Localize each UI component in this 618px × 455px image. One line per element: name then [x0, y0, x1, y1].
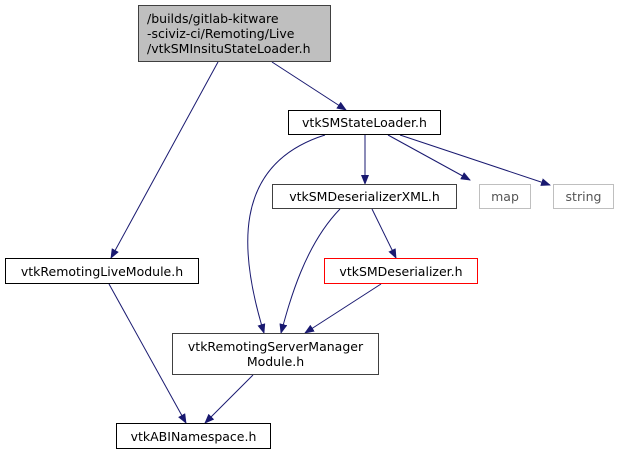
node-root[interactable]: /builds/gitlab-kitware -sciviz-ci/Remoti…: [138, 5, 331, 62]
node-abinamespace[interactable]: vtkABINamespace.h: [116, 423, 271, 449]
edge-livemodule-to-abi: [108, 283, 187, 424]
node-servermanager-module[interactable]: vtkRemotingServerManager Module.h: [172, 333, 379, 375]
node-livemodule[interactable]: vtkRemotingLiveModule.h: [5, 258, 199, 284]
edge-deserxml-to-srvmgr: [279, 208, 341, 334]
node-map: map: [479, 184, 531, 209]
node-string: string: [553, 184, 614, 209]
edge-stateloader-to-string: [399, 134, 551, 186]
edge-deser-to-srvmgr: [304, 283, 382, 334]
edge-stateloader-to-srvmgr: [247, 134, 326, 334]
edge-srvmgr-to-abi: [204, 374, 254, 424]
node-stateloader[interactable]: vtkSMStateLoader.h: [288, 110, 441, 135]
node-deserializerxml[interactable]: vtkSMDeserializerXML.h: [272, 184, 457, 209]
edge-deserxml-to-deser: [371, 208, 397, 259]
edge-root-to-livemodule: [110, 61, 219, 259]
edge-stateloader-to-map: [387, 134, 471, 181]
edge-root-to-stateloader: [271, 61, 347, 111]
node-deserializer[interactable]: vtkSMDeserializer.h: [324, 258, 478, 284]
